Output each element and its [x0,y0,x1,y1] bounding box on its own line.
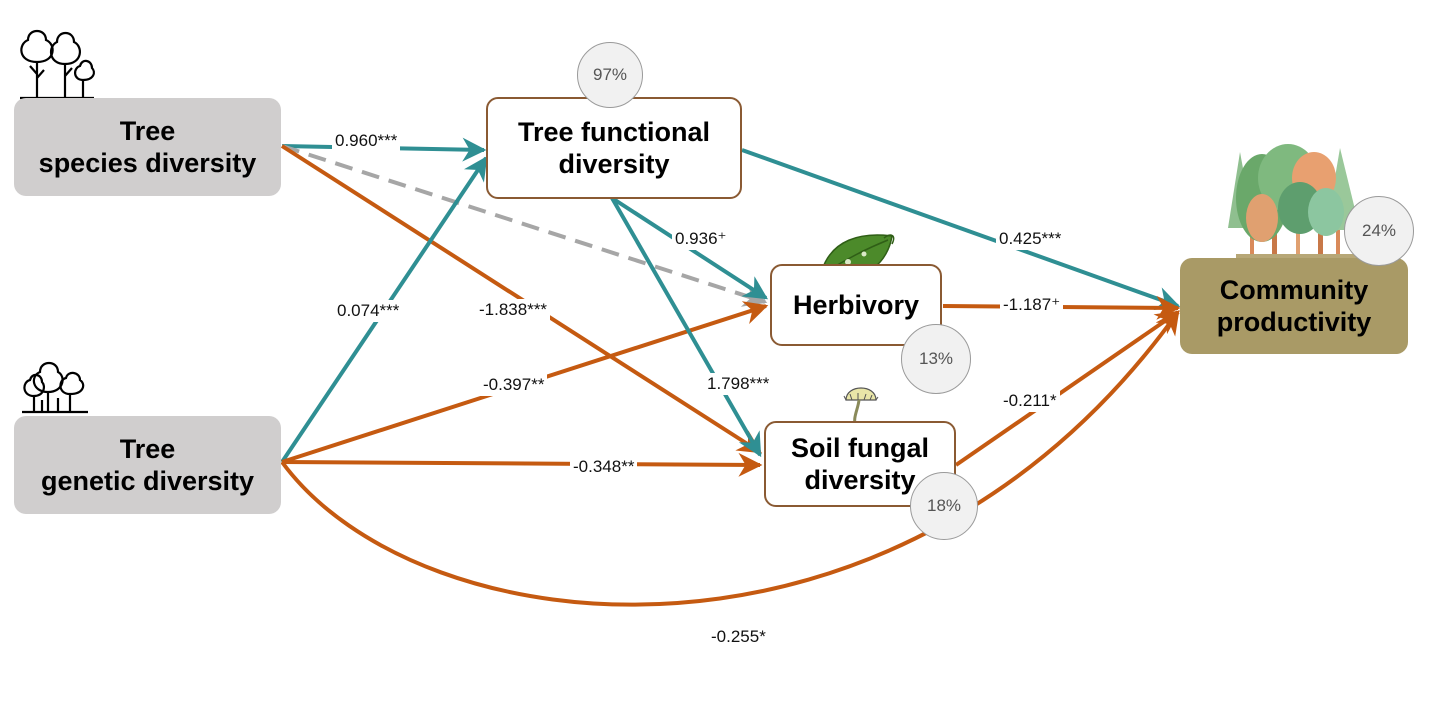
node-label-line2: genetic diversity [40,466,255,496]
node-label-line1: Tree [119,115,176,146]
arrow-fungal-to-productivity [954,310,1180,467]
r2-badge-fungal: 18% [910,472,978,540]
node-label-line2: diversity [558,149,670,179]
coef-species-fungal: -1.838*** [476,299,551,321]
coef-species-functional: 0.960*** [332,130,401,152]
coef-functional-fungal: 1.798*** [704,373,773,395]
trees-outline-icon [20,29,95,100]
r2-badge-functional: 97% [577,42,643,108]
arrow-functional-to-productivity [741,148,1181,311]
arrow-genetic-to-fungal [281,452,763,477]
coef-fungal-productivity: -0.211* [1000,390,1060,412]
node-label-line1: Herbivory [792,289,920,320]
tree-cluster-outline-icon [22,361,88,414]
node-label-line1: Tree [119,433,176,464]
node-label-line2: productivity [1216,307,1372,337]
coef-genetic-functional: 0.074*** [334,300,403,322]
node-label-line2: diversity [804,465,916,495]
arrow-species-to-herbivory [281,144,768,307]
node-tree-genetic-diversity: Tree genetic diversity [14,416,281,514]
node-label-line1: Community [1219,274,1369,305]
node-label-line1: Tree functional [517,116,711,147]
node-label-line1: Soil fungal [791,432,929,463]
coef-functional-productivity: 0.425*** [996,228,1065,250]
arrow-genetic-to-productivity [280,310,1180,607]
coef-genetic-productivity: -0.255* [708,626,769,648]
coef-herbivory-productivity: -1.187⁺ [1000,294,1064,316]
forest-icon [1228,144,1366,260]
coef-genetic-herbivory: -0.397** [480,374,548,396]
node-tree-functional-diversity: Tree functional diversity [486,97,742,199]
node-community-productivity: Community productivity [1180,258,1408,354]
r2-badge-herbivory: 13% [901,324,971,394]
node-label-line2: species diversity [38,148,257,178]
arrow-functional-to-fungal [610,197,762,458]
coef-functional-herbivory: 0.936⁺ [672,228,730,250]
node-herbivory: Herbivory [770,264,942,346]
r2-badge-productivity: 24% [1344,196,1414,266]
node-tree-species-diversity: Tree species diversity [14,98,281,196]
coef-genetic-fungal: -0.348** [570,456,638,478]
